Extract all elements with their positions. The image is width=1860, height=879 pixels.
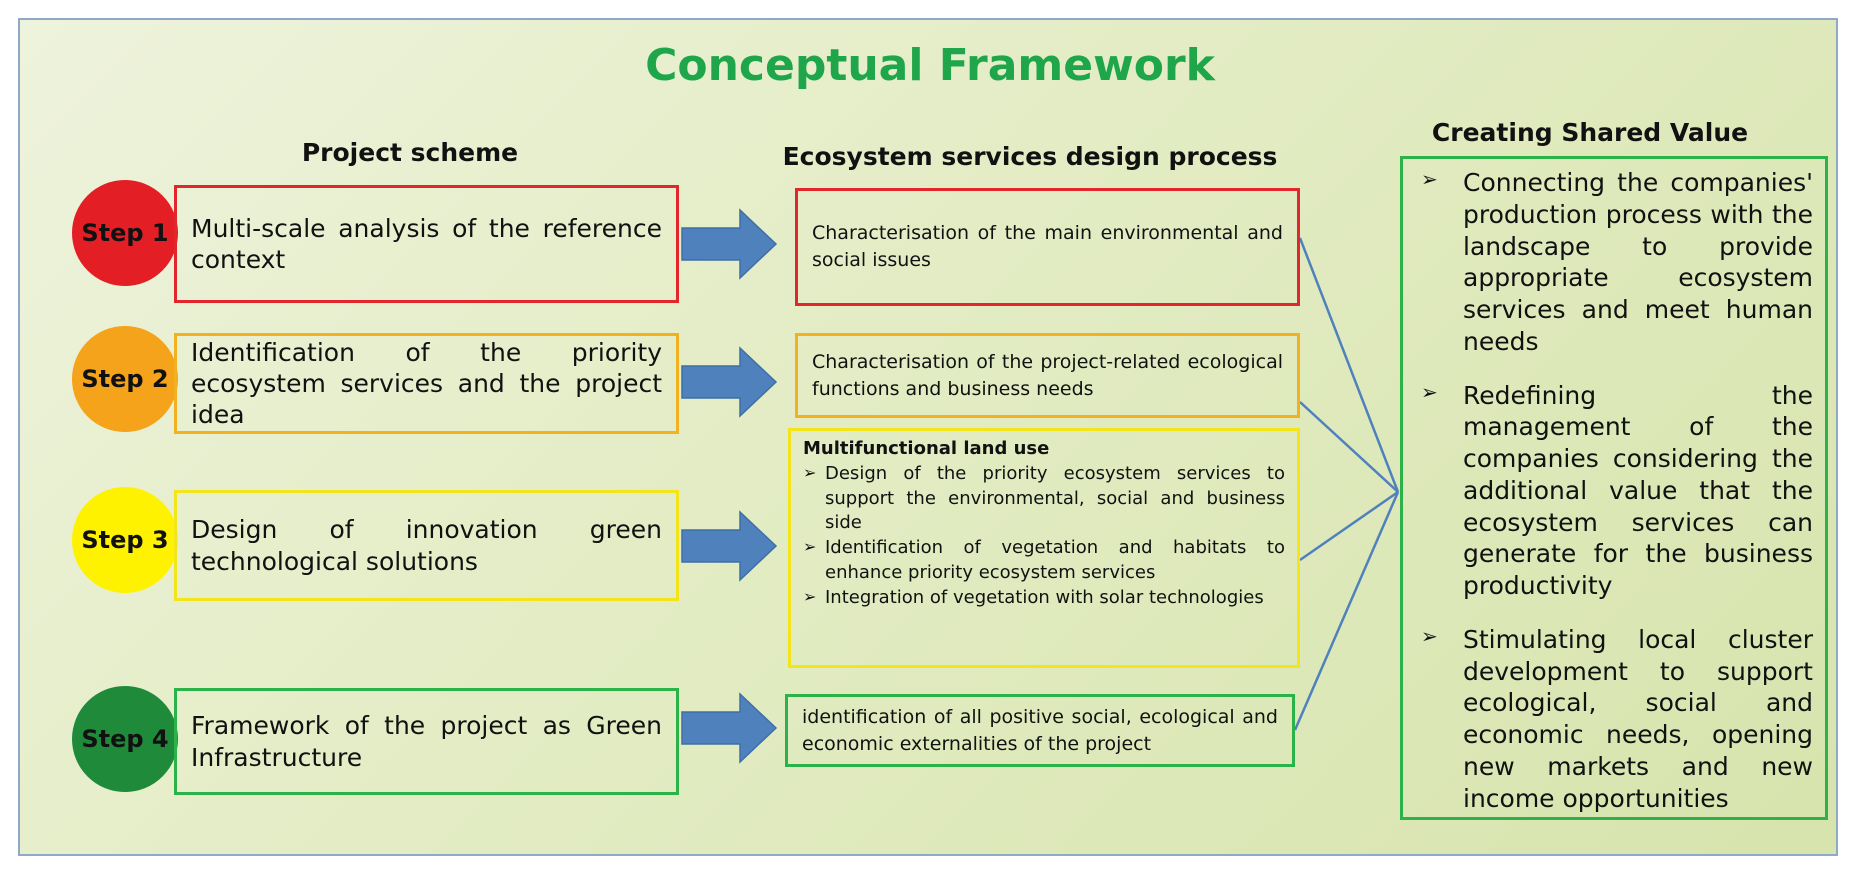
step-3-box: Design of innovation green technological… [174,490,679,601]
arrow-step-2 [681,346,778,418]
arrow-step-4 [681,692,778,764]
step-4-text: Framework of the project as Green Infras… [191,711,662,772]
csv-box: Connecting the companies' production pro… [1400,156,1828,820]
arrow-step-3 [681,510,778,582]
multifunctional-list: Design of the priority ecosystem service… [803,462,1285,611]
step-1-circle: Step 1 [72,180,178,286]
ecosystem-process-header: Ecosystem services design process [782,142,1278,171]
step-2-text: Identification of the priority ecosystem… [191,337,662,430]
csv-item: Redefining the management of the compani… [1413,380,1813,602]
multifunctional-item: Integration of vegetation with solar tec… [803,586,1285,611]
step-2-box: Identification of the priority ecosystem… [174,333,679,434]
connector-line-1 [1298,237,1400,493]
step-2-circle: Step 2 [72,326,178,432]
process-box-1: Characterisation of the main environment… [795,188,1300,306]
csv-header: Creating Shared Value [1431,118,1749,147]
csv-item: Connecting the companies' production pro… [1413,167,1813,358]
step-4-box: Framework of the project as Green Infras… [174,688,679,795]
process-box-3: Multifunctional land use Design of the p… [788,428,1300,668]
multifunctional-item: Identification of vegetation and habitat… [803,536,1285,586]
diagram-title: Conceptual Framework [645,40,1215,91]
step-1-label: Step 1 [81,219,169,247]
project-scheme-header: Project scheme [301,138,519,167]
step-1-box: Multi-scale analysis of the reference co… [174,185,679,303]
process-2-text: Characterisation of the project-related … [812,350,1283,400]
arrow-step-1 [681,208,778,280]
csv-item: Stimulating local cluster development to… [1413,624,1813,815]
step-3-circle: Step 3 [72,487,178,593]
step-4-label: Step 4 [81,725,169,753]
process-box-2: Characterisation of the project-related … [795,333,1300,418]
step-4-circle: Step 4 [72,686,178,792]
csv-list: Connecting the companies' production pro… [1413,167,1813,814]
process-1-text: Characterisation of the main environment… [812,222,1283,271]
multifunctional-item: Design of the priority ecosystem service… [803,462,1285,536]
step-2-label: Step 2 [81,365,169,393]
multifunctional-heading: Multifunctional land use [803,438,1050,459]
connector-line-4 [1293,491,1400,731]
connector-line-2 [1299,401,1399,493]
connector-line-3 [1299,490,1399,562]
process-box-4: identification of all positive social, e… [785,694,1295,767]
step-1-text: Multi-scale analysis of the reference co… [191,213,662,274]
process-4-text: identification of all positive social, e… [802,705,1278,755]
step-3-text: Design of innovation green technological… [191,515,662,576]
step-3-label: Step 3 [81,526,169,554]
